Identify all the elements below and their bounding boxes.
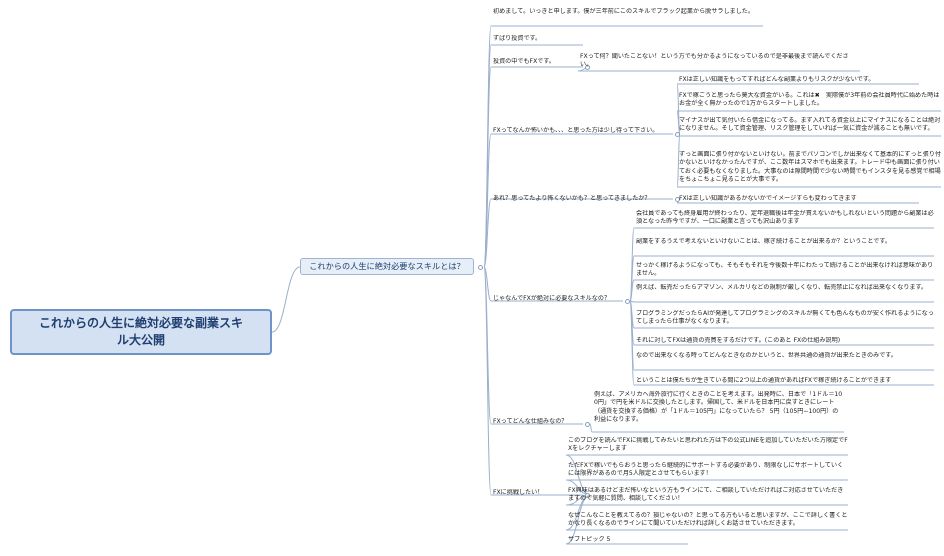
connector-b5-b5c7 bbox=[629, 300, 635, 386]
connector-b3-b3c3 bbox=[676, 133, 681, 188]
topic-b3c2[interactable]: マイナスが出て気付いたら借金になってる。まず入れてる資金以上にマイナスになること… bbox=[679, 117, 941, 133]
topic-b3c1[interactable]: FXで稼ごうと思ったら莫大な資金がいる。これは✖ 実際僕が3年前の会社員時代に始… bbox=[679, 92, 940, 108]
fold-toggle-b7[interactable] bbox=[584, 492, 590, 498]
topic-b7c3[interactable]: なぜこんなことを教えてるの？損じゃないの？と思ってる方もいると思いますが、ここで… bbox=[568, 512, 848, 528]
topic-b3c3[interactable]: ずっと画面に張り付かないといけない。前までパソコンでしか出来なくて基本的にずっと… bbox=[679, 151, 941, 184]
main-topic-fold-toggle[interactable] bbox=[477, 264, 483, 270]
topic-b6c0[interactable]: 例えば、アメリカへ海外旅行に行くときのことを考えます。出発時に、日本で「1ドル＝… bbox=[594, 391, 843, 424]
topic-b2[interactable]: 投資の中でもFXです。 bbox=[493, 58, 555, 65]
topic-b0[interactable]: 初めまして。いっきと申します。僕が三年前にこのスキルでブラック起業から脱サラしま… bbox=[493, 8, 754, 15]
topic-b5c3[interactable]: 例えば、転売だったらアマゾン、メルカリなどの規制が厳しくなり、転売禁止になれば出… bbox=[636, 284, 928, 291]
topic-b6[interactable]: FXってどんな仕組みなの？ bbox=[493, 418, 568, 425]
topic-b2c0[interactable]: FXって何？聞いたことない！という方でも分かるようになっているので是非最後まで読… bbox=[580, 53, 849, 69]
central-topic[interactable]: これからの人生に絶対必要な副業スキル大公開 bbox=[10, 309, 272, 355]
connector-main-b6 bbox=[483, 266, 492, 425]
connector-root-main bbox=[271, 266, 301, 333]
topic-b4[interactable]: あれ？思ってたより怖くないかも？と思ってきましたか？ bbox=[493, 195, 651, 202]
topic-b3c0[interactable]: FXは正しい知識をもってすればどんな副業よりもリスクが少ないです。 bbox=[679, 76, 875, 83]
central-topic-label: これからの人生に絶対必要な副業スキル大公開 bbox=[38, 316, 243, 347]
topic-b5c4[interactable]: プログラミングだったらAIが発達してプログラミングのスキルが無くても色んなものが… bbox=[636, 310, 934, 326]
topic-b5c1[interactable]: 副業をするうえで考えないといけないことは、稼ぎ続けることが出来るか？ということで… bbox=[636, 238, 891, 245]
fold-toggle-b5[interactable] bbox=[624, 298, 630, 304]
topic-b7c1[interactable]: ただFXで稼いでもらおうと思ったら継続的にサポートする必要があり、制限なしにサポ… bbox=[568, 462, 844, 478]
fold-toggle-b4[interactable] bbox=[674, 196, 680, 202]
fold-toggle-b6[interactable] bbox=[584, 421, 590, 427]
connector-b6-b6c0 bbox=[589, 423, 593, 433]
topic-b7c0[interactable]: このブログを読んでFXに挑戦してみたいと思われた方は下の公式LINEを追加してい… bbox=[568, 437, 848, 453]
connector-main-b7 bbox=[483, 266, 492, 496]
topic-b5c0[interactable]: 会社員であっても終身雇用が終わったり、定年退職後は年金が貰えないかもしれないとい… bbox=[636, 210, 934, 226]
connector-main-b5 bbox=[483, 266, 492, 302]
topic-b7c4[interactable]: サブトピック 5 bbox=[568, 536, 611, 543]
topic-b3[interactable]: FXってなんか怖いかも、、、と思った方は少し待って下さい。 bbox=[493, 127, 659, 134]
topic-b1[interactable]: ずばり投資です。 bbox=[493, 35, 542, 42]
topic-b5c5[interactable]: それに対してFXは通貨の売買をするだけです。(このあと FXの仕組み説明) bbox=[636, 337, 841, 344]
topic-b7c2[interactable]: FX興味はあるけどまだ怖いなという方もラインにて、ご相談していただければご対応さ… bbox=[568, 487, 844, 503]
connector-b3-b3c1 bbox=[676, 110, 681, 135]
fold-toggle-b2[interactable] bbox=[584, 64, 590, 70]
topic-b5c6[interactable]: なので出来なくなる時ってどんなときなのかというと、世界共通の通貨が出来たときのみ… bbox=[636, 352, 897, 359]
connector-main-b4 bbox=[483, 198, 492, 268]
topic-b5c2[interactable]: せっかく稼げるようになっても、そもそもそれを今後数十年にわたって続けることが出来… bbox=[636, 262, 934, 278]
main-topic-label: これからの人生に絶対必要なスキルとは？ bbox=[309, 261, 465, 271]
connector-b5-b5c2 bbox=[629, 279, 635, 302]
topic-b5c7[interactable]: ということは僕たちが生きている間に2つ以上の通貨があればFXで稼ぎ続けることがで… bbox=[636, 377, 892, 384]
topic-b4c0[interactable]: FXは正しい知識があるかないかでイメージすらも変わってきます bbox=[679, 195, 857, 202]
main-topic[interactable]: これからの人生に絶対必要なスキルとは？ bbox=[300, 258, 474, 275]
fold-toggle-b3[interactable] bbox=[674, 131, 680, 137]
topic-b7[interactable]: FXに挑戦したい！ bbox=[493, 489, 544, 496]
topic-b5[interactable]: じゃなんでFXが絶対に必要なスキルなの？ bbox=[493, 295, 611, 302]
